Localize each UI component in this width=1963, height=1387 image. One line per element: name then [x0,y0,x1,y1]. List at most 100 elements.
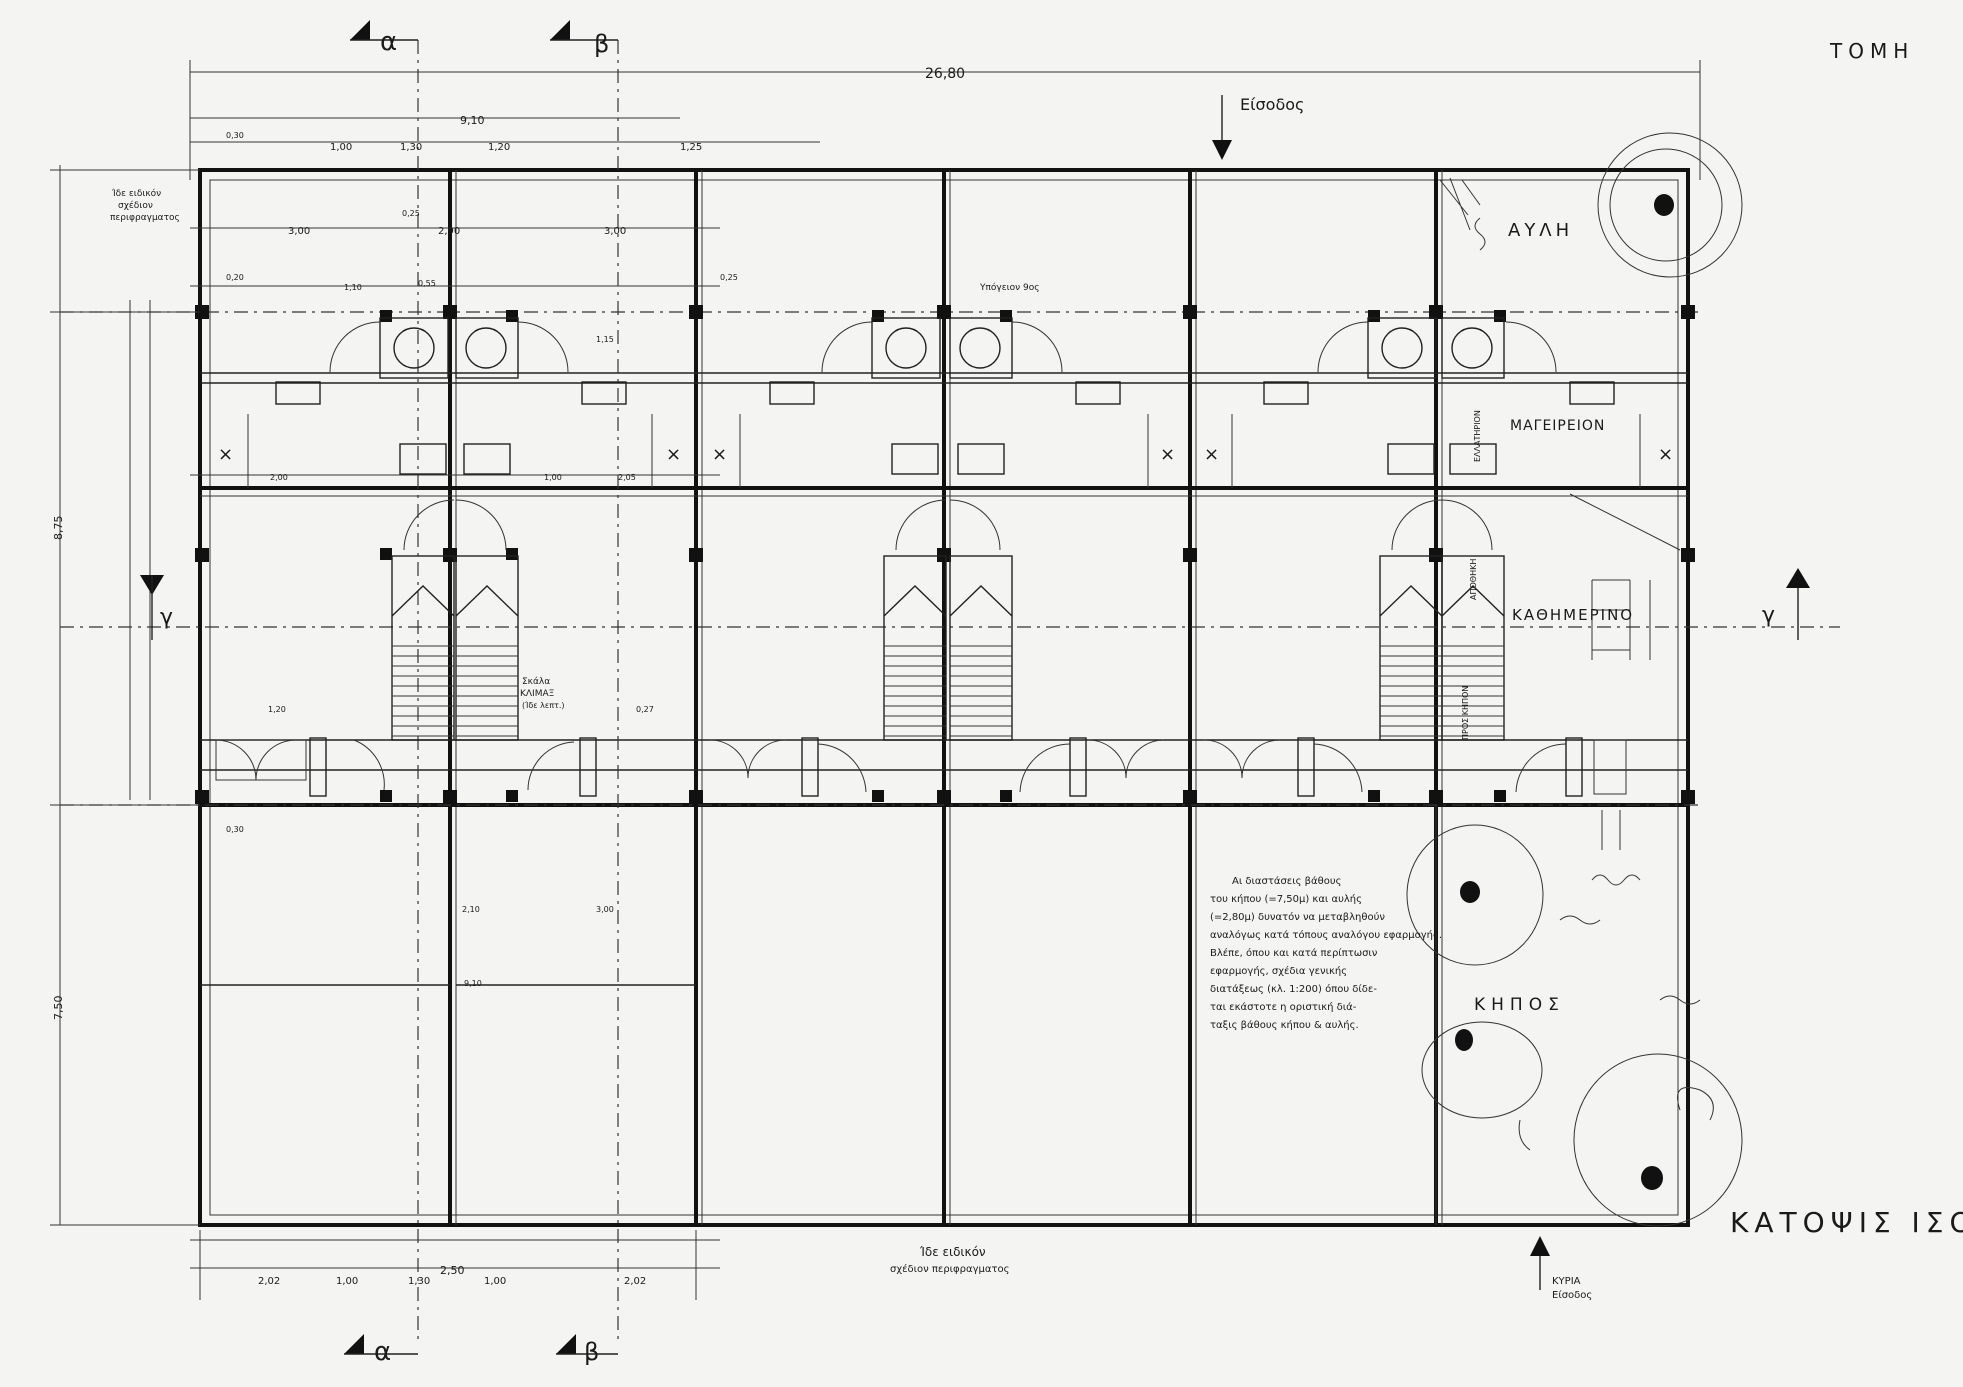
stair-door-swing [895,499,947,551]
stair-landing [455,585,519,617]
dim-small-10: 0,30 [226,825,244,834]
dim-bottom-0: 2,02 [258,1276,280,1287]
section-markers [140,20,1810,1355]
entrance-top-label: Είσοδος [1240,95,1304,114]
marker-alpha-bottom: α [374,1337,391,1367]
dim-bottom-4: 2,02 [624,1276,646,1287]
dim-small-2: 0,20 [226,273,244,282]
marker-gamma-right: γ [1762,603,1775,628]
bottom-unit-dim: 2,50 [440,1264,465,1277]
dim-small-13: 9,10 [464,979,482,988]
note-line-0: Αι διαστάσεις βάθους [1232,875,1342,887]
stair-storage-box [463,443,511,475]
entrance-bottom-label-2: Είσοδος [1552,1289,1592,1301]
dim-small-1: 0,25 [402,209,420,218]
room-storage: ΑΠΟΘΗΚΗ [1469,559,1478,600]
dimension-lines [50,60,1701,1300]
stair-storage-box [957,443,1005,475]
entrance-bottom-label-1: ΚΥΡΙΑ [1552,1276,1581,1287]
staircase-1-0 [883,555,947,741]
left-height-dim: 8,75 [52,516,65,541]
stair-landing [1441,585,1505,617]
kitchen-units: × × × × × × [218,381,1673,488]
stair-landing [391,585,455,617]
dim-small-8: 2,05 [618,473,636,482]
dim-small-15: 0,25 [720,273,738,282]
room-yard: ΑΥΛΗ [1508,220,1573,241]
stair-note-2: ΚΛΙΜΑΞ [520,689,554,699]
stair-door-swing [1391,499,1443,551]
dim-mid-2: 3,00 [604,226,626,237]
dim-small-11: 2,10 [462,905,480,914]
stair-storage-box [1449,443,1497,475]
room-daily: ΚΑΘΗΜΕΡΙΝΟ [1512,606,1634,624]
note-line-1: του κήπου (=7,50μ) και αυλής [1210,893,1362,905]
svg-text:×: × [1160,444,1175,465]
stair-landing [949,585,1013,617]
plan-title: ΚΑΤΟΨΙΣ ΙΣΟΓΕΙΟΥ [1730,1206,1963,1239]
dim-small-14: 1,20 [268,705,286,714]
note-line-7: ται εκάστοτε η οριστική διά- [1210,1001,1357,1013]
overall-width-dim: 26,80 [925,66,965,82]
long-note: Αι διαστάσεις βάθους του κήπου (=7,50μ) … [1210,875,1442,1031]
svg-text:×: × [1204,444,1219,465]
stair-door-swing [949,499,1001,551]
svg-text:×: × [666,444,681,465]
staircase-0-1 [455,555,519,741]
garden-sketch [1406,132,1743,1227]
svg-text:×: × [712,444,727,465]
dim-bottom-1: 1,00 [336,1276,358,1287]
note-line-2: (=2,80μ) δυνατόν να μεταβληθούν [1210,911,1385,923]
section-title: ΤΟΜΗ [1829,39,1914,63]
garden-depth-dim: 7,50 [52,996,65,1021]
stair-door-swing [1441,499,1493,551]
dim-bottom-3: 1,00 [484,1276,506,1287]
front-doors [215,737,1583,797]
note-line-6: διατάξεως (κλ. 1:200) όπου δίδε- [1210,983,1377,995]
upper-floor-note: Υπόγειον 9ος [979,282,1040,293]
stair-landing [883,585,947,617]
stair-storage-box [891,443,939,475]
note-line-3: αναλόγως κατά τόπους αναλόγου εφαρμογής. [1210,929,1442,941]
stair-door-swing [403,499,455,551]
top-left-note-3: περιφραγματος [110,213,180,223]
stair-landing [1379,585,1443,617]
dim-top-2: 1,20 [488,142,510,153]
stair-storage-box [399,443,447,475]
svg-text:×: × [1658,444,1673,465]
top-left-note-1: Ίδε ειδικόν [111,188,161,199]
staircase-2-1 [1441,555,1505,741]
dim-small-7: 2,00 [270,473,288,482]
dim-small-4: 1,10 [344,283,362,292]
stair-note-1: Σκάλα [522,677,550,687]
dim-bottom-2: 1,30 [408,1276,430,1287]
special-detail-2: σχέδιον περιφραγματος [890,1263,1009,1275]
special-detail-1: Ίδε ειδικόν [919,1245,986,1259]
unit-width-dim: 9,10 [460,114,485,127]
labels: ΤΟΜΗ ΚΑΤΟΨΙΣ ΙΣΟΓΕΙΟΥ 26,80 9,10 8,75 7,… [52,27,1963,1367]
room-garden: ΚΗΠΟΣ [1474,995,1565,1015]
dim-top-1: 1,30 [400,142,422,153]
dim-small-6: 1,00 [544,473,562,482]
dim-top-0: 1,00 [330,142,352,153]
note-line-8: ταξις βάθους κήπου & αυλής. [1210,1019,1359,1031]
marker-beta-bottom: β [584,1338,599,1366]
marker-gamma-left: γ [160,605,173,630]
svg-text:×: × [218,444,233,465]
dim-small-0: 0,30 [226,131,244,140]
room-kitchen: ΜΑΓΕΙΡΕΙΟΝ [1510,418,1605,434]
dim-mid-0: 3,00 [288,226,310,237]
note-line-5: εφαρμογής, σχέδια γενικής [1210,965,1347,977]
service-cores [329,317,1557,379]
stair-storage-box [1387,443,1435,475]
marker-alpha-top: α [380,27,397,57]
note-line-4: Βλέπε, όπου και κατά περίπτωσιν [1210,947,1378,959]
room-wc: ΕΛΛΑΤΗΡΙΟΝ [1473,410,1482,462]
staircase-2-0 [1379,555,1443,741]
marker-beta-top: β [594,30,609,58]
staircases [391,443,1505,741]
dim-small-3: 0,55 [418,279,436,288]
dim-mid-1: 2,90 [438,226,460,237]
